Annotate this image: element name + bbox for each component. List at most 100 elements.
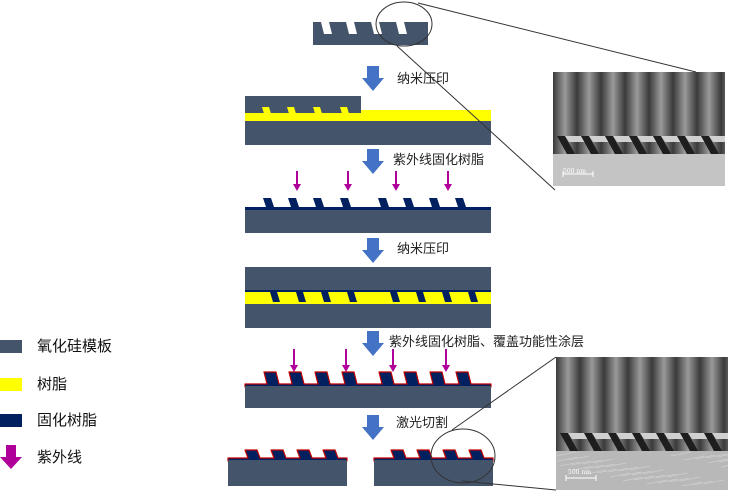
step-arrow-5 xyxy=(362,415,384,440)
sem-ridge-top xyxy=(709,136,725,142)
cured-resin-feature xyxy=(429,198,440,207)
resin-layer xyxy=(245,110,491,121)
sem-texture xyxy=(568,455,590,461)
sem-texture xyxy=(629,465,651,471)
sem-texture xyxy=(668,477,690,483)
uv-arrow xyxy=(342,349,350,372)
sem-texture xyxy=(594,463,616,469)
cured-resin-feature xyxy=(416,292,426,302)
sem-texture xyxy=(679,476,701,482)
sem-texture xyxy=(622,476,644,482)
legend-label-template: 氧化硅模板 xyxy=(37,337,113,355)
sem-texture xyxy=(703,479,725,485)
sem-ridge-top xyxy=(589,136,609,142)
legend-label-resin: 树脂 xyxy=(37,375,68,393)
sem-groove xyxy=(629,136,647,154)
sem-ridge-top xyxy=(664,433,684,439)
sem-groove xyxy=(653,136,671,154)
resin-filled-notch xyxy=(340,107,350,117)
scale-bar-label: 500 nm xyxy=(568,469,591,476)
sem-groove xyxy=(704,433,722,451)
step-label-uv-cure-coating: 紫外线固化树脂、覆盖功能性涂层 xyxy=(389,335,585,350)
cured-resin-line xyxy=(245,290,491,292)
step-label-nanoimprint-1: 纳米压印 xyxy=(397,72,450,87)
uv-arrow-head xyxy=(293,184,301,191)
uv-arrow xyxy=(293,171,301,191)
substrate xyxy=(245,210,491,233)
sem-texture xyxy=(694,454,716,460)
step-label-uv-cure: 紫外线固化树脂 xyxy=(393,153,485,168)
callout-line xyxy=(417,2,697,73)
template-notch xyxy=(396,22,407,34)
uv-arrow-head xyxy=(344,184,352,191)
sem-texture xyxy=(592,458,614,464)
callout-line xyxy=(396,45,556,191)
sem-texture xyxy=(720,465,728,468)
step-label-nanoimprint-2: 纳米压印 xyxy=(397,242,450,257)
sem-groove xyxy=(584,433,602,451)
sem-ridge-top xyxy=(712,433,728,439)
scale-bar-label: 500 nm xyxy=(563,168,586,175)
sem-texture xyxy=(666,472,688,478)
sem-texture xyxy=(642,469,664,475)
coated-cured-resin-right xyxy=(373,449,494,462)
template-notch xyxy=(346,22,357,34)
sem-texture xyxy=(655,473,677,479)
template-pressing xyxy=(245,96,361,113)
resin-filled-notch xyxy=(313,107,323,117)
callout-line xyxy=(451,356,557,431)
sem-ridge-top xyxy=(685,136,705,142)
legend-swatch-template xyxy=(0,340,22,353)
sem-texture xyxy=(583,464,605,470)
legend-label-uv: 紫外线 xyxy=(37,448,83,466)
callout-ellipse-bottom xyxy=(430,428,496,484)
sem-texture xyxy=(707,458,728,464)
step-arrow-2 xyxy=(362,149,384,174)
legend-swatch-cured-resin xyxy=(0,414,22,427)
sem-texture xyxy=(683,455,705,461)
sem-texture xyxy=(585,469,607,475)
uv-arrow xyxy=(344,171,352,191)
uv-arrow xyxy=(389,349,397,372)
sem-image-template: 500 nm xyxy=(553,72,725,186)
sem-ridge-top xyxy=(565,136,585,142)
sem-ridge-top xyxy=(568,433,588,439)
uv-arrow xyxy=(442,349,450,372)
sem-groove xyxy=(560,433,578,451)
sem-groove xyxy=(632,433,650,451)
sem-texture xyxy=(605,462,627,468)
sem-texture xyxy=(609,472,631,478)
sem-groove xyxy=(605,136,623,154)
sem-groove xyxy=(581,136,599,154)
sem-texture xyxy=(633,475,655,481)
step-arrow-3 xyxy=(362,238,384,263)
step-label-laser-cut: 激光切割 xyxy=(396,416,449,431)
callout-ellipse-top xyxy=(375,1,433,47)
cured-resin-feature xyxy=(288,198,299,207)
sem-texture xyxy=(559,461,581,467)
sem-ridge-top xyxy=(616,433,636,439)
cured-resin-feature xyxy=(403,198,414,207)
uv-arrow xyxy=(444,171,452,191)
sem-texture xyxy=(644,474,666,480)
sem-texture xyxy=(596,468,618,474)
sem-texture xyxy=(556,451,577,457)
uv-arrow xyxy=(392,171,400,191)
cured-resin-feature xyxy=(313,198,324,207)
sem-substrate xyxy=(553,154,725,186)
sem-texture xyxy=(620,471,642,477)
cured-resin-feature xyxy=(455,198,466,207)
sem-ridge-top xyxy=(688,433,708,439)
sem-texture xyxy=(557,456,579,462)
sem-texture xyxy=(618,466,640,472)
legend-swatch-resin xyxy=(0,378,22,391)
sem-texture xyxy=(646,479,668,485)
sem-texture xyxy=(681,481,703,487)
sem-texture xyxy=(705,453,727,459)
sem-ridge-top xyxy=(592,433,612,439)
sem-texture xyxy=(607,467,629,473)
uv-arrow xyxy=(290,349,298,372)
sem-groove xyxy=(677,136,695,154)
sem-groove xyxy=(656,433,674,451)
